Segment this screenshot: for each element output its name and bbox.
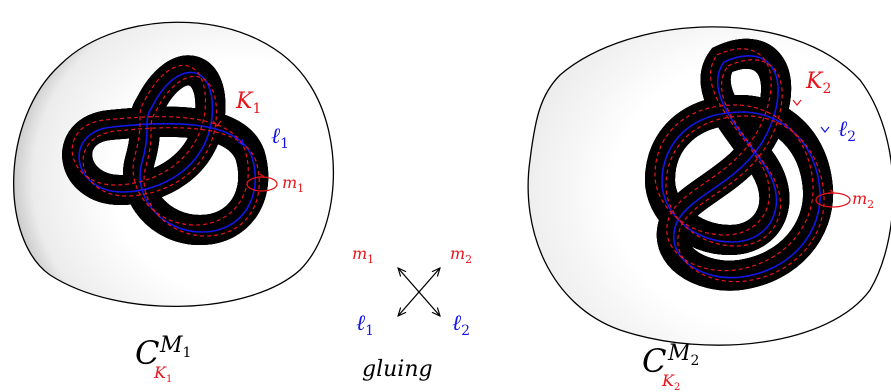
right-longitude-arrow	[820, 126, 830, 133]
right-caption-sub: K2	[661, 371, 680, 392]
left-knot-arrow	[212, 120, 222, 127]
left-longitude-arrow	[237, 138, 244, 147]
left-caption-sub: K1	[153, 363, 172, 385]
gluing-bottom-left: ℓ1	[356, 311, 374, 339]
right-manifold: K2 ℓ2 m2	[527, 26, 891, 346]
gluing-arrow-diag-b	[398, 268, 440, 316]
right-caption-main: C	[642, 342, 666, 380]
left-caption-main: C	[135, 334, 159, 372]
left-knot-curve	[71, 64, 249, 226]
gluing-top-left: m1	[352, 244, 374, 266]
left-knot-tube	[77, 70, 253, 246]
left-longitude-label: ℓ1	[271, 124, 289, 152]
right-knot-label: K2	[805, 69, 831, 97]
left-manifold: K1 ℓ1 m1	[13, 21, 335, 308]
gluing-map: m1 m2 ℓ1 ℓ2 gluing	[352, 244, 472, 382]
right-longitude-label: ℓ2	[838, 117, 856, 145]
right-caption: C K2 M2	[642, 341, 699, 392]
right-knot-curve	[654, 48, 814, 272]
left-knot-label: K1	[235, 89, 261, 117]
left-caption: C K1 M1	[135, 333, 191, 385]
left-knot-curve-outer	[82, 75, 260, 237]
gluing-bottom-right: ℓ2	[452, 311, 470, 339]
left-caption-sup: M1	[159, 333, 191, 361]
right-knot-curve-outer	[665, 59, 825, 283]
right-meridian-arrow	[828, 189, 836, 194]
right-meridian-label: m2	[852, 189, 874, 211]
gluing-top-right: m2	[450, 244, 472, 266]
right-caption-sup: M2	[667, 341, 699, 369]
right-longitude-curve	[661, 55, 821, 279]
gluing-caption: gluing	[362, 357, 433, 382]
left-meridian-label: m1	[282, 173, 304, 195]
left-meridian-arrow	[258, 173, 266, 178]
left-longitude-curve	[78, 71, 257, 233]
right-knot-arrow	[792, 99, 802, 106]
